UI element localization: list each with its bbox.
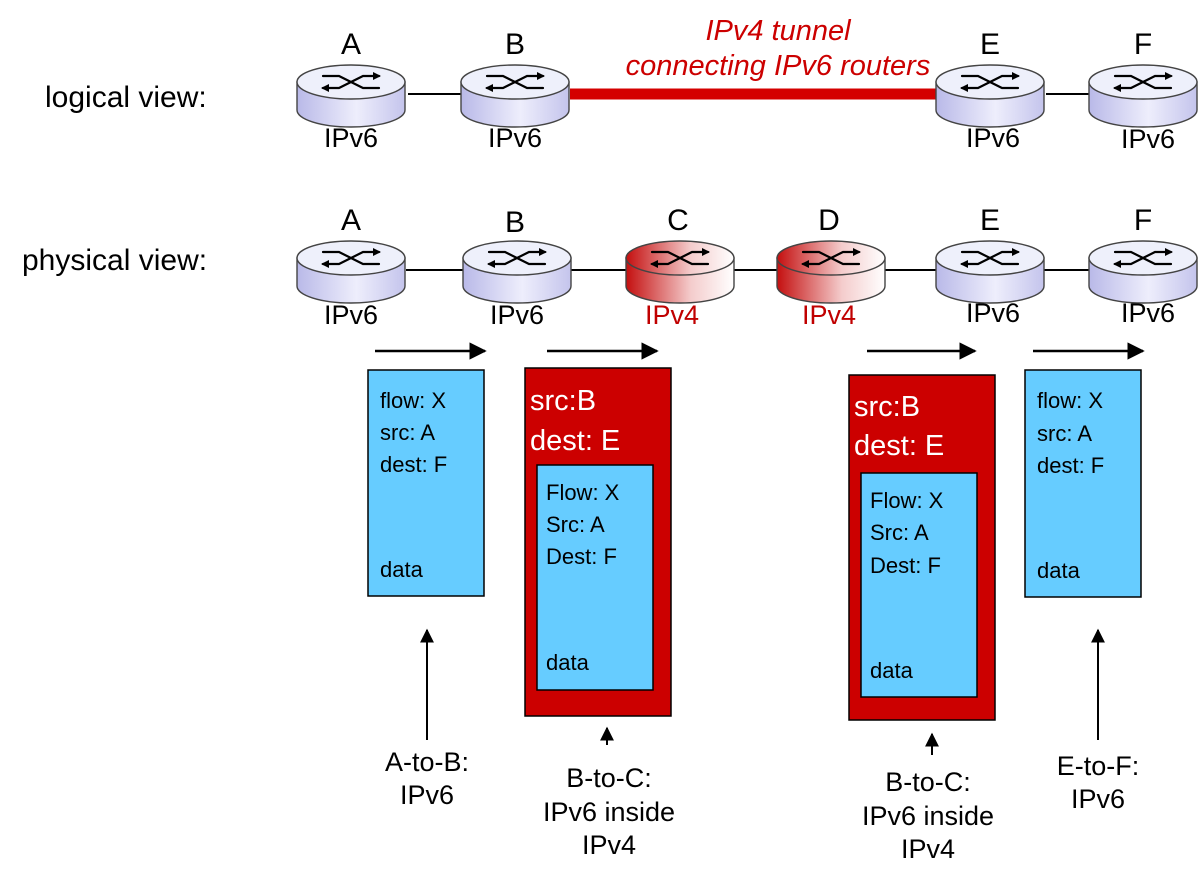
physical-router-a: A IPv6 (295, 204, 407, 330)
caption-b-to-c-2: B-to-C: IPv6 inside IPv4 (862, 767, 994, 864)
router-icon (934, 239, 1046, 305)
router-letter: B (505, 28, 525, 61)
outer-src: src:B (530, 385, 596, 417)
packet-dest: Dest: F (546, 544, 617, 569)
packet-payload: data (1037, 558, 1081, 583)
caption-line: IPv6 (1071, 784, 1125, 814)
caption-line: IPv6 inside (862, 801, 994, 831)
caption-line: B-to-C: (566, 763, 652, 793)
packet-flow: flow: X (1037, 388, 1103, 413)
physical-router-c: C IPv4 (624, 204, 736, 330)
packet-b-to-c-tunneled: src:B dest: E Flow: X Src: A Dest: F dat… (524, 367, 672, 717)
packet-dest: dest: F (1037, 453, 1104, 478)
packet-dest: Dest: F (870, 553, 941, 578)
physical-view-label: physical view: (22, 244, 207, 277)
packet-src: Src: A (546, 512, 605, 537)
router-letter: C (667, 204, 689, 237)
router-icon (459, 63, 571, 129)
router-letter: D (818, 204, 840, 237)
caption-line: IPv4 (582, 830, 636, 860)
packet-src: src: A (380, 420, 435, 445)
packet-d-to-e-tunneled: src:B dest: E Flow: X Src: A Dest: F dat… (848, 374, 996, 721)
router-type: IPv6 (966, 123, 1020, 153)
physical-router-e: E IPv6 (934, 204, 1046, 328)
router-type: IPv6 (490, 300, 544, 330)
physical-router-f: F IPv6 (1087, 204, 1199, 328)
router-icon (295, 239, 407, 305)
router-letter: E (980, 28, 1000, 61)
logical-router-f: F IPv6 (1087, 28, 1199, 154)
router-type: IPv6 (966, 298, 1020, 328)
router-type: IPv6 (324, 123, 378, 153)
router-icon (295, 63, 407, 129)
router-letter: F (1134, 28, 1152, 61)
router-type: IPv6 (1121, 124, 1175, 154)
packet-flow: flow: X (380, 388, 446, 413)
ipv6-datagram (1024, 369, 1142, 598)
logical-router-e: E IPv6 (934, 28, 1046, 153)
packet-flow: Flow: X (546, 480, 620, 505)
caption-line: IPv4 (901, 834, 955, 864)
router-icon (624, 239, 736, 305)
caption-a-to-b: A-to-B: IPv6 (385, 747, 469, 810)
router-icon (1087, 63, 1199, 129)
logical-router-a: A IPv6 (295, 28, 407, 153)
packet-a-to-b: flow: X src: A dest: F data (367, 369, 485, 597)
router-icon (461, 239, 573, 305)
outer-dest: dest: E (530, 425, 620, 457)
physical-router-b: B IPv6 (461, 206, 573, 330)
outer-dest: dest: E (854, 430, 944, 462)
outer-src: src:B (854, 391, 920, 423)
router-icon (775, 239, 887, 305)
logical-view-label: logical view: (45, 81, 207, 114)
caption-line: E-to-F: (1057, 751, 1140, 781)
router-type: IPv6 (488, 123, 542, 153)
physical-router-d: D IPv4 (775, 204, 887, 330)
tunnel-label-line2: connecting IPv6 routers (626, 50, 931, 82)
router-letter: A (341, 204, 361, 237)
packet-dest: dest: F (380, 452, 447, 477)
router-letter: B (505, 206, 525, 239)
caption-e-to-f: E-to-F: IPv6 (1057, 751, 1140, 814)
caption-b-to-c: B-to-C: IPv6 inside IPv4 (543, 763, 675, 860)
router-icon (934, 63, 1046, 129)
tunnel-label-line1: IPv4 tunnel (705, 15, 852, 47)
caption-line: A-to-B: (385, 747, 469, 777)
packet-payload: data (546, 650, 590, 675)
packet-payload: data (380, 557, 424, 582)
caption-line: IPv6 (400, 780, 454, 810)
ipv6-datagram (367, 369, 485, 597)
packet-src: Src: A (870, 520, 929, 545)
router-letter: F (1134, 204, 1152, 237)
router-type: IPv6 (324, 300, 378, 330)
caption-line: IPv6 inside (543, 797, 675, 827)
packet-flow: Flow: X (870, 488, 944, 513)
logical-router-b: B IPv6 (459, 28, 571, 153)
packet-e-to-f: flow: X src: A dest: F data (1024, 369, 1142, 598)
router-letter: A (341, 28, 361, 61)
router-type: IPv6 (1121, 298, 1175, 328)
router-type: IPv4 (645, 300, 699, 330)
packet-payload: data (870, 658, 914, 683)
packet-src: src: A (1037, 421, 1092, 446)
caption-line: B-to-C: (885, 767, 971, 797)
router-type: IPv4 (802, 300, 856, 330)
router-letter: E (980, 204, 1000, 237)
ipv6-datagram (536, 464, 654, 691)
ipv6-datagram (860, 472, 978, 698)
router-icon (1087, 239, 1199, 305)
